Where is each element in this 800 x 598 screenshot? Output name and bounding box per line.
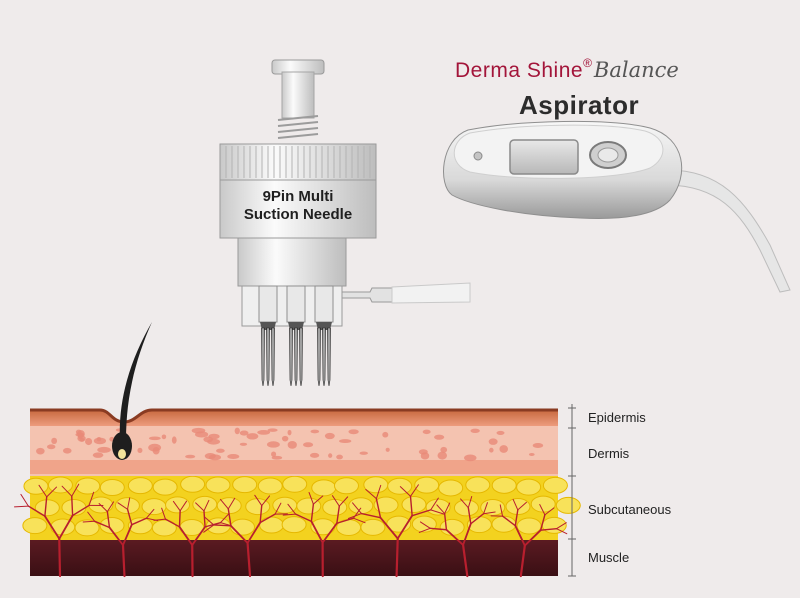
layer-label-epidermis: Epidermis (588, 410, 646, 425)
needle-pin-group (286, 285, 306, 387)
suction-tube (391, 282, 471, 304)
needle-label-line2: Suction Needle (243, 206, 353, 223)
tube-connector (341, 287, 393, 303)
dermis-lower-band (30, 460, 558, 474)
needle-label-line1: 9Pin Multi (262, 188, 334, 205)
needle-pin-group (258, 285, 278, 387)
needle-housing (237, 237, 347, 287)
layer-label-dermis: Dermis (588, 446, 630, 461)
layer-ruler (568, 404, 576, 577)
product-title: Aspirator (519, 90, 640, 120)
layer-label-subcutaneous: Subcutaneous (588, 502, 672, 517)
registered-mark: ® (583, 56, 592, 70)
layer-label-muscle: Muscle (588, 550, 630, 565)
brand-script: Balance (593, 58, 679, 82)
skin-cross-section (14, 322, 581, 578)
muscle-layer (30, 538, 558, 576)
device-power-icon (473, 151, 483, 161)
device-screen (509, 139, 579, 175)
suction-needle-handpiece (219, 59, 471, 387)
hair-bulb (118, 449, 126, 459)
plunger-neck (281, 71, 315, 119)
needle-label: 9Pin Multi Suction Needle (218, 188, 378, 224)
device-cable (667, 169, 791, 293)
brand-logo: Derma Shine®Balance (455, 56, 679, 83)
epidermis-layer (30, 410, 558, 426)
hair-shaft (119, 322, 152, 440)
thread-coil (277, 115, 319, 139)
hair-follicle (112, 432, 132, 460)
handpiece-body (219, 179, 377, 239)
brand-name: Derma Shine (455, 59, 584, 82)
aspirator-device (443, 120, 791, 293)
needle-pin-group (314, 285, 334, 387)
